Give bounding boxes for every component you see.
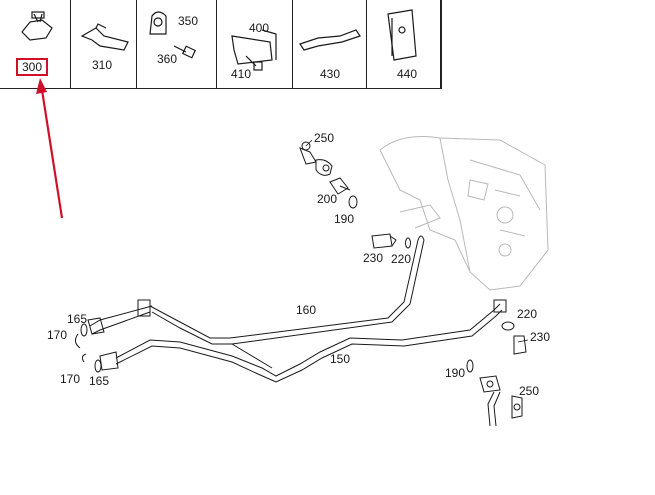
oil-cooler-line-160	[80, 235, 425, 369]
thumb-430-bracket-icon	[299, 29, 361, 51]
parts-strip	[0, 0, 442, 89]
callout-250-bottom[interactable]: 250	[519, 384, 540, 398]
part-number-310[interactable]: 310	[92, 58, 113, 72]
lower-right-fitting-cluster	[466, 321, 527, 427]
callout-220-top[interactable]: 220	[391, 252, 412, 266]
highlight-arrow	[36, 78, 64, 219]
callout-220-right[interactable]: 220	[517, 307, 538, 321]
callout-230-top[interactable]: 230	[363, 251, 384, 265]
thumb-300-clip-icon	[21, 11, 53, 41]
part-number-440[interactable]: 440	[397, 67, 418, 81]
callout-150[interactable]: 150	[330, 352, 351, 366]
callout-250-top[interactable]: 250	[314, 131, 335, 145]
part-cell-310[interactable]	[71, 0, 137, 88]
callout-170-lower[interactable]: 170	[60, 372, 81, 386]
part-cell-430[interactable]	[293, 0, 367, 88]
callout-200[interactable]: 200	[317, 192, 338, 206]
oil-cooler-line-150	[74, 299, 507, 383]
top-fitting-cluster	[299, 141, 411, 249]
part-number-350[interactable]: 350	[178, 14, 199, 28]
callout-170-upper[interactable]: 170	[47, 328, 68, 342]
callout-160[interactable]: 160	[296, 303, 317, 317]
callout-165-upper[interactable]: 165	[67, 312, 88, 326]
transmission-outline	[379, 136, 549, 291]
part-number-360[interactable]: 360	[157, 52, 178, 66]
thumb-360-bolt-icon	[173, 45, 197, 59]
part-cell-440[interactable]	[367, 0, 441, 88]
thumb-350-clamp-icon	[149, 11, 167, 35]
thumb-310-bracket-icon	[80, 23, 129, 51]
callout-230-right[interactable]: 230	[530, 330, 551, 344]
callout-190-bottom[interactable]: 190	[445, 366, 466, 380]
thumb-440-plate-icon	[387, 9, 417, 61]
callout-leaders	[305, 139, 529, 343]
part-number-400[interactable]: 400	[249, 21, 270, 35]
thumb-410-bolt-icon	[245, 55, 263, 71]
part-number-300[interactable]: 300	[16, 58, 49, 76]
callout-190-top[interactable]: 190	[334, 212, 355, 226]
thumb-400-bracket-icon	[231, 29, 277, 65]
part-number-430[interactable]: 430	[320, 67, 341, 81]
part-number-410[interactable]: 410	[231, 67, 252, 81]
part-cell-350-360[interactable]	[137, 0, 217, 88]
part-cell-400-410[interactable]	[217, 0, 293, 88]
callout-165-lower[interactable]: 165	[89, 374, 110, 388]
part-cell-300[interactable]	[0, 0, 71, 88]
